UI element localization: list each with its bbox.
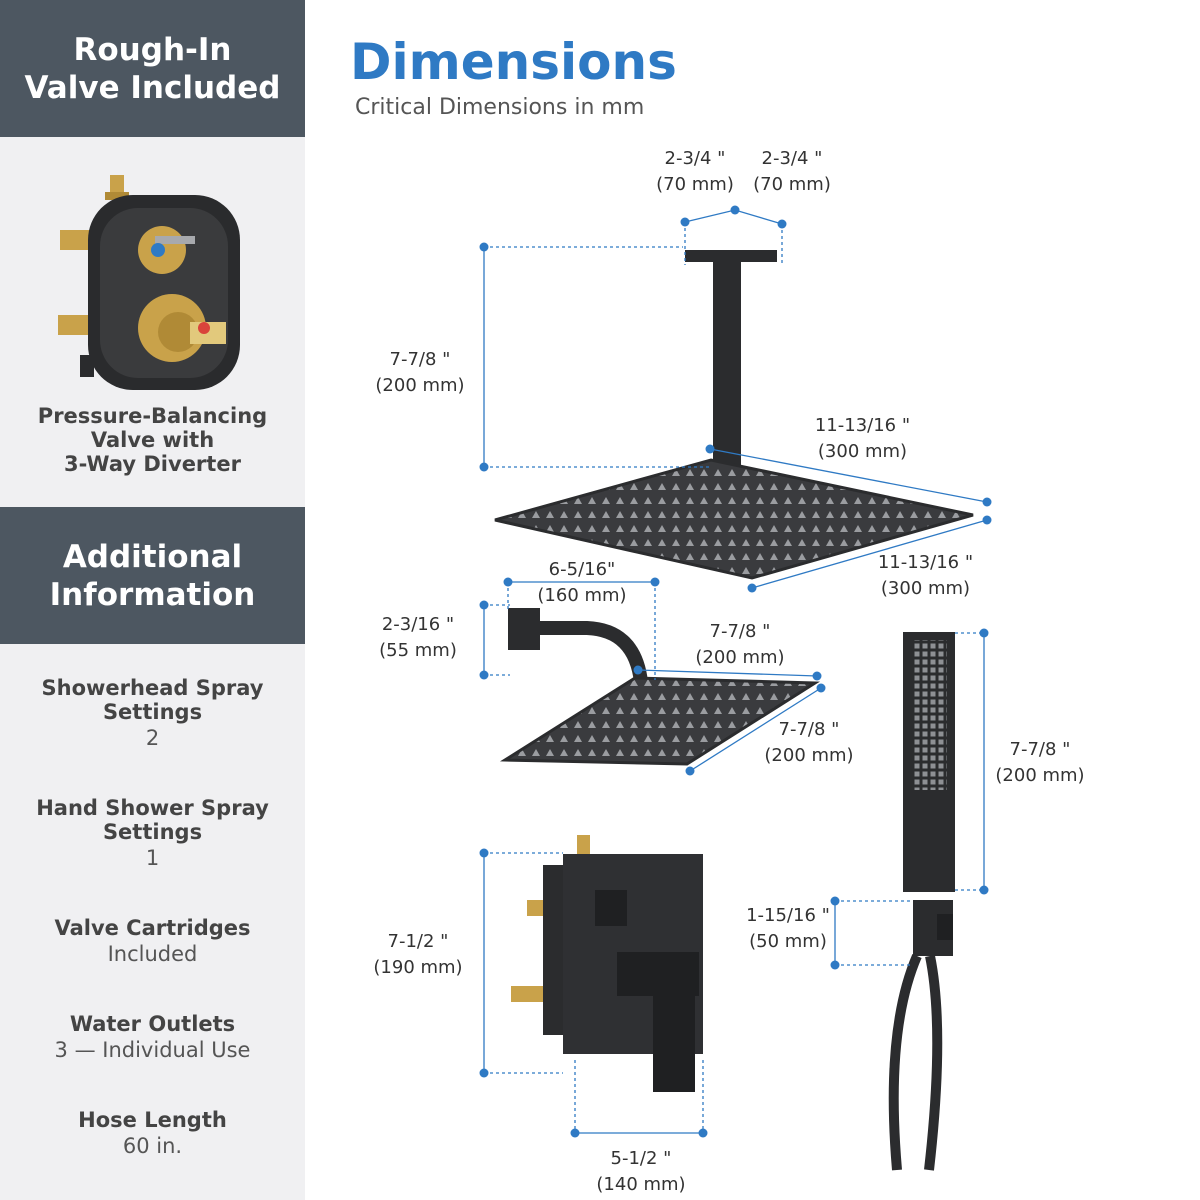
dim-valve-height: 7-1/2 " (190 mm) bbox=[358, 929, 478, 981]
dim-metric: (200 mm) bbox=[995, 765, 1085, 786]
dim-metric: (70 mm) bbox=[656, 174, 734, 195]
dim-wall-arm-length: 6-5/16" (160 mm) bbox=[522, 557, 642, 609]
wall-shower-head bbox=[499, 608, 820, 766]
spec-label: Valve Cartridges bbox=[0, 916, 305, 940]
caption-line: Pressure-Balancing bbox=[37, 404, 268, 428]
spec-water-outlets: Water Outlets 3 — Individual Use bbox=[0, 1012, 305, 1064]
dim-metric: (55 mm) bbox=[379, 640, 457, 661]
dim-imperial: 2-3/4 " bbox=[761, 148, 823, 169]
dim-arm-height: 7-7/8 " (200 mm) bbox=[360, 347, 480, 399]
dim-rainhead-12-b: 11-13/16 " (300 mm) bbox=[863, 550, 988, 602]
caption-line: Valve with bbox=[90, 428, 215, 452]
dim-imperial: 7-1/2 " bbox=[387, 931, 449, 952]
spec-hose-length: Hose Length 60 in. bbox=[0, 1108, 305, 1160]
dim-metric: (200 mm) bbox=[695, 647, 785, 668]
spec-label-line: Hose Length bbox=[78, 1108, 227, 1132]
spec-label-line: Valve Cartridges bbox=[54, 916, 251, 940]
dim-metric: (140 mm) bbox=[596, 1174, 686, 1195]
header-line: Information bbox=[49, 576, 256, 613]
page-title: Dimensions bbox=[350, 33, 677, 91]
header-line: Rough-In bbox=[73, 31, 232, 68]
caption-line: 3-Way Diverter bbox=[64, 452, 241, 476]
dim-arm-width-1: 2-3/4 " (70 mm) bbox=[645, 146, 745, 198]
page-subtitle: Critical Dimensions in mm bbox=[355, 95, 645, 120]
spec-label: Water Outlets bbox=[0, 1012, 305, 1036]
dim-imperial: 7-7/8 " bbox=[1009, 739, 1071, 760]
spec-value: 2 bbox=[145, 726, 160, 750]
header-line: Valve Included bbox=[24, 69, 281, 106]
spec-label-line: Settings bbox=[102, 700, 203, 724]
header-line: Additional bbox=[62, 538, 243, 575]
dim-rainhead-8-a: 7-7/8 " (200 mm) bbox=[680, 619, 800, 671]
hand-shower bbox=[888, 632, 955, 1171]
spec-label: Hose Length bbox=[0, 1108, 305, 1132]
dimension-endpoints bbox=[479, 205, 992, 1138]
additional-info-header: Additional Information bbox=[0, 507, 305, 644]
dim-metric: (70 mm) bbox=[753, 174, 831, 195]
dim-flange-height: 2-3/16 " (55 mm) bbox=[358, 612, 478, 664]
dim-imperial: 7-7/8 " bbox=[778, 719, 840, 740]
dim-metric: (200 mm) bbox=[764, 745, 854, 766]
dim-metric: (300 mm) bbox=[817, 441, 908, 462]
rough-in-valve-image bbox=[58, 175, 240, 390]
valve-caption: Pressure-Balancing Valve with 3-Way Dive… bbox=[0, 404, 305, 476]
dim-metric: (200 mm) bbox=[375, 375, 465, 396]
dim-imperial: 2-3/16 " bbox=[381, 614, 455, 635]
spec-value: Included bbox=[107, 942, 198, 966]
dim-imperial: 6-5/16" bbox=[548, 559, 616, 580]
dim-metric: (190 mm) bbox=[373, 957, 463, 978]
dim-imperial: 1-15/16 " bbox=[746, 905, 830, 926]
dim-imperial: 7-7/8 " bbox=[709, 621, 771, 642]
spec-showerhead-spray: Showerhead Spray Settings 2 bbox=[0, 676, 305, 752]
spec-label-line: Settings bbox=[102, 820, 203, 844]
dimension-lines bbox=[483, 209, 988, 1134]
spec-label: Showerhead Spray Settings bbox=[0, 676, 305, 724]
spec-value: 60 in. bbox=[122, 1134, 183, 1158]
dim-metric: (50 mm) bbox=[749, 931, 827, 952]
dim-imperial: 11-13/16 " bbox=[814, 415, 911, 436]
dim-imperial: 7-7/8 " bbox=[389, 349, 451, 370]
sidebar: Rough-In Valve Included Pressure-Balanci… bbox=[0, 0, 305, 1200]
dim-imperial: 2-3/4 " bbox=[664, 148, 726, 169]
dim-imperial: 5-1/2 " bbox=[610, 1148, 672, 1169]
spec-label: Hand Shower Spray Settings bbox=[0, 796, 305, 844]
dim-imperial: 11-13/16 " bbox=[877, 552, 974, 573]
spec-hand-shower-spray: Hand Shower Spray Settings 1 bbox=[0, 796, 305, 872]
dim-metric: (300 mm) bbox=[880, 578, 971, 599]
spec-label-line: Water Outlets bbox=[69, 1012, 236, 1036]
dim-metric: (160 mm) bbox=[537, 585, 627, 606]
dim-valve-width: 5-1/2 " (140 mm) bbox=[581, 1146, 701, 1198]
rough-in-header: Rough-In Valve Included bbox=[0, 0, 305, 137]
spec-label-line: Showerhead Spray bbox=[41, 676, 264, 700]
mixing-valve bbox=[511, 835, 703, 1092]
dim-arm-width-2: 2-3/4 " (70 mm) bbox=[742, 146, 842, 198]
dim-hand-shower-length: 7-7/8 " (200 mm) bbox=[980, 737, 1100, 789]
dim-holder-height: 1-15/16 " (50 mm) bbox=[728, 903, 848, 955]
dim-rainhead-8-b: 7-7/8 " (200 mm) bbox=[749, 717, 869, 769]
spec-value: 1 bbox=[145, 846, 160, 870]
dimension-drawing bbox=[479, 205, 992, 1171]
spec-value: 3 — Individual Use bbox=[54, 1038, 251, 1062]
ceiling-shower-head bbox=[494, 250, 974, 580]
spec-label-line: Hand Shower Spray bbox=[36, 796, 269, 820]
dim-rainhead-12-a: 11-13/16 " (300 mm) bbox=[800, 413, 925, 465]
spec-valve-cartridges: Valve Cartridges Included bbox=[0, 916, 305, 968]
